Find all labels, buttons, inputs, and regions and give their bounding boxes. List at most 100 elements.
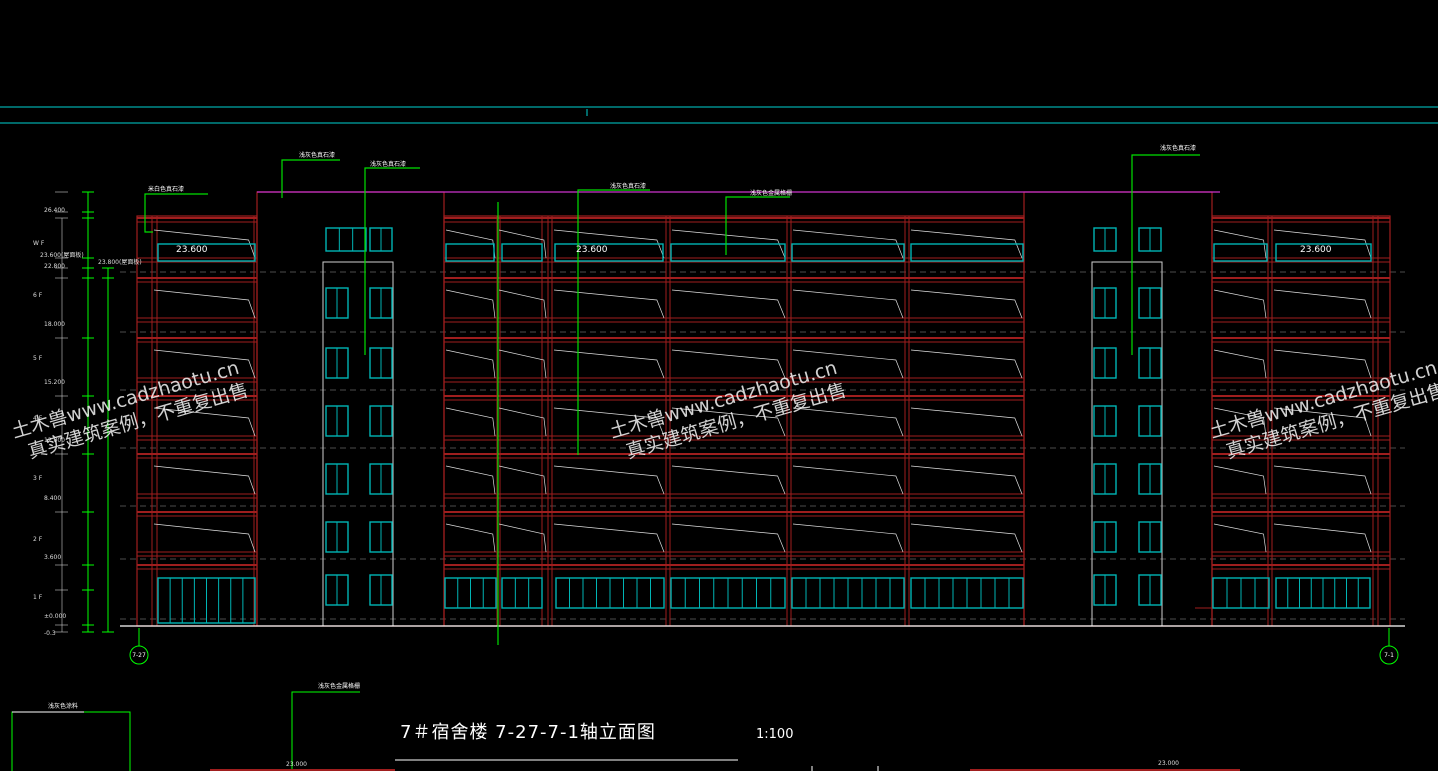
material-leader [1131, 154, 1200, 355]
window-frame [554, 243, 664, 262]
core-outline [1023, 191, 1213, 627]
canopy-line [153, 289, 256, 319]
canopy-line [553, 523, 665, 553]
canopy-line [445, 349, 496, 379]
canopy-line [910, 523, 1023, 553]
material-note: 浅灰色金属格栅 [318, 682, 360, 690]
canopy-line [553, 289, 665, 319]
floor-label: W F [33, 240, 45, 247]
canopy-line [792, 407, 904, 437]
floor-label: 1 F [33, 594, 43, 601]
axis-bubble-left [129, 645, 149, 665]
material-note: 浅灰色真石漆 [1160, 144, 1196, 152]
axis-bubble-right [1379, 645, 1399, 665]
lower-drawing-fragment: 23.000 23.000 [11, 691, 1240, 771]
floor-label: 3 F [33, 475, 43, 482]
level-label: ±0.000 [44, 613, 66, 620]
material-note: 米白色真石漆 [148, 185, 184, 193]
material-leader [577, 189, 650, 455]
canopy-line [553, 349, 665, 379]
level-label: 23.800(屋面板) [98, 258, 142, 266]
canopy-line [671, 349, 786, 379]
roof-elevation: 23.600 [176, 245, 208, 255]
window-frame [325, 227, 367, 252]
canopy-line [445, 465, 496, 495]
canopy-line [910, 465, 1023, 495]
canopy-line [792, 465, 904, 495]
bottom-level: 23.000 [286, 761, 307, 768]
level-label: 12.000 [44, 437, 65, 444]
roof-elevation: 23.600 [576, 245, 608, 255]
window-frame [501, 243, 543, 262]
watermark-left: 土木兽www.cadzhaotu.cn 真实建筑案例，不重复出售 [9, 357, 250, 463]
floor-label: 6 F [33, 292, 43, 299]
watermark-right: 土木兽www.cadzhaotu.cn 真实建筑案例，不重复出售 [1207, 357, 1438, 463]
canopy-line [553, 465, 665, 495]
level-label: 23.600(屋面板) [40, 251, 84, 259]
axis-label-right: 7-1 [1384, 652, 1394, 659]
canopy-line [910, 289, 1023, 319]
canopy-line [153, 523, 256, 553]
level-label: 22.800 [44, 263, 65, 270]
canopy-line [1273, 229, 1372, 259]
canopy-line [445, 289, 496, 319]
window-frame [445, 243, 495, 262]
canopy-line [498, 229, 547, 259]
canopy-line [153, 465, 256, 495]
canopy-line [1213, 349, 1267, 379]
canopy-line [1273, 523, 1372, 553]
canopy-line [1213, 289, 1267, 319]
level-label: 15.200 [44, 379, 65, 386]
canopy-line [1213, 407, 1267, 437]
building-facade [120, 191, 1405, 627]
axis-label-left: 7-27 [132, 652, 146, 659]
canopy-line [792, 229, 904, 259]
canopy-line [498, 465, 547, 495]
window-frame [1213, 243, 1268, 262]
window-frame [791, 243, 905, 262]
canopy-line [1213, 465, 1267, 495]
canopy-line [671, 407, 786, 437]
canopy-line [1213, 229, 1267, 259]
material-note: 浅灰色真石漆 [370, 160, 406, 168]
canopy-line [671, 289, 786, 319]
material-leader [725, 196, 790, 255]
canopy-line [1273, 289, 1372, 319]
canopy-line [792, 349, 904, 379]
canopy-line [153, 229, 256, 259]
material-note: 浅灰色真石漆 [299, 151, 335, 159]
stair-shaft [322, 261, 394, 627]
window-frame [1275, 243, 1372, 262]
material-leader [281, 159, 340, 198]
material-leader [144, 193, 208, 233]
core-outline [256, 191, 445, 627]
canopy-line [498, 349, 547, 379]
drawing-title: 7＃宿舍楼 7-27-7-1轴立面图 [400, 722, 656, 743]
axis-bubbles: 7-27 7-1 [129, 628, 1399, 665]
dimension-chain [55, 191, 114, 633]
material-leaders [144, 154, 1212, 645]
top-grid-lines [0, 106, 1438, 124]
canopy-line [910, 407, 1023, 437]
canopy-line [153, 349, 256, 379]
canopy-line [671, 465, 786, 495]
canopy-line [153, 407, 256, 437]
material-note: 浅灰色涂料 [48, 702, 78, 710]
canopy-line [792, 523, 904, 553]
canopy-line [498, 523, 547, 553]
bottom-level: 23.000 [1158, 760, 1179, 767]
canopy-line [553, 229, 665, 259]
material-note: 浅灰色真石漆 [610, 182, 646, 190]
drawing-scale: 1:100 [756, 727, 793, 742]
window-layer [157, 227, 1372, 624]
stair-shaft [1091, 261, 1163, 627]
roof-elevation-tags: 23.600 23.600 23.600 [176, 245, 1332, 255]
level-label: 3.600 [44, 554, 61, 561]
canopy-line [792, 289, 904, 319]
window-frame [157, 243, 256, 262]
level-annotations: 26.400 23.600(屋面板) 22.800 23.800(屋面板) 18… [33, 207, 142, 637]
canopy-line [1273, 465, 1372, 495]
level-label: 26.400 [44, 207, 65, 214]
material-note: 浅灰色金属格栅 [750, 189, 792, 197]
